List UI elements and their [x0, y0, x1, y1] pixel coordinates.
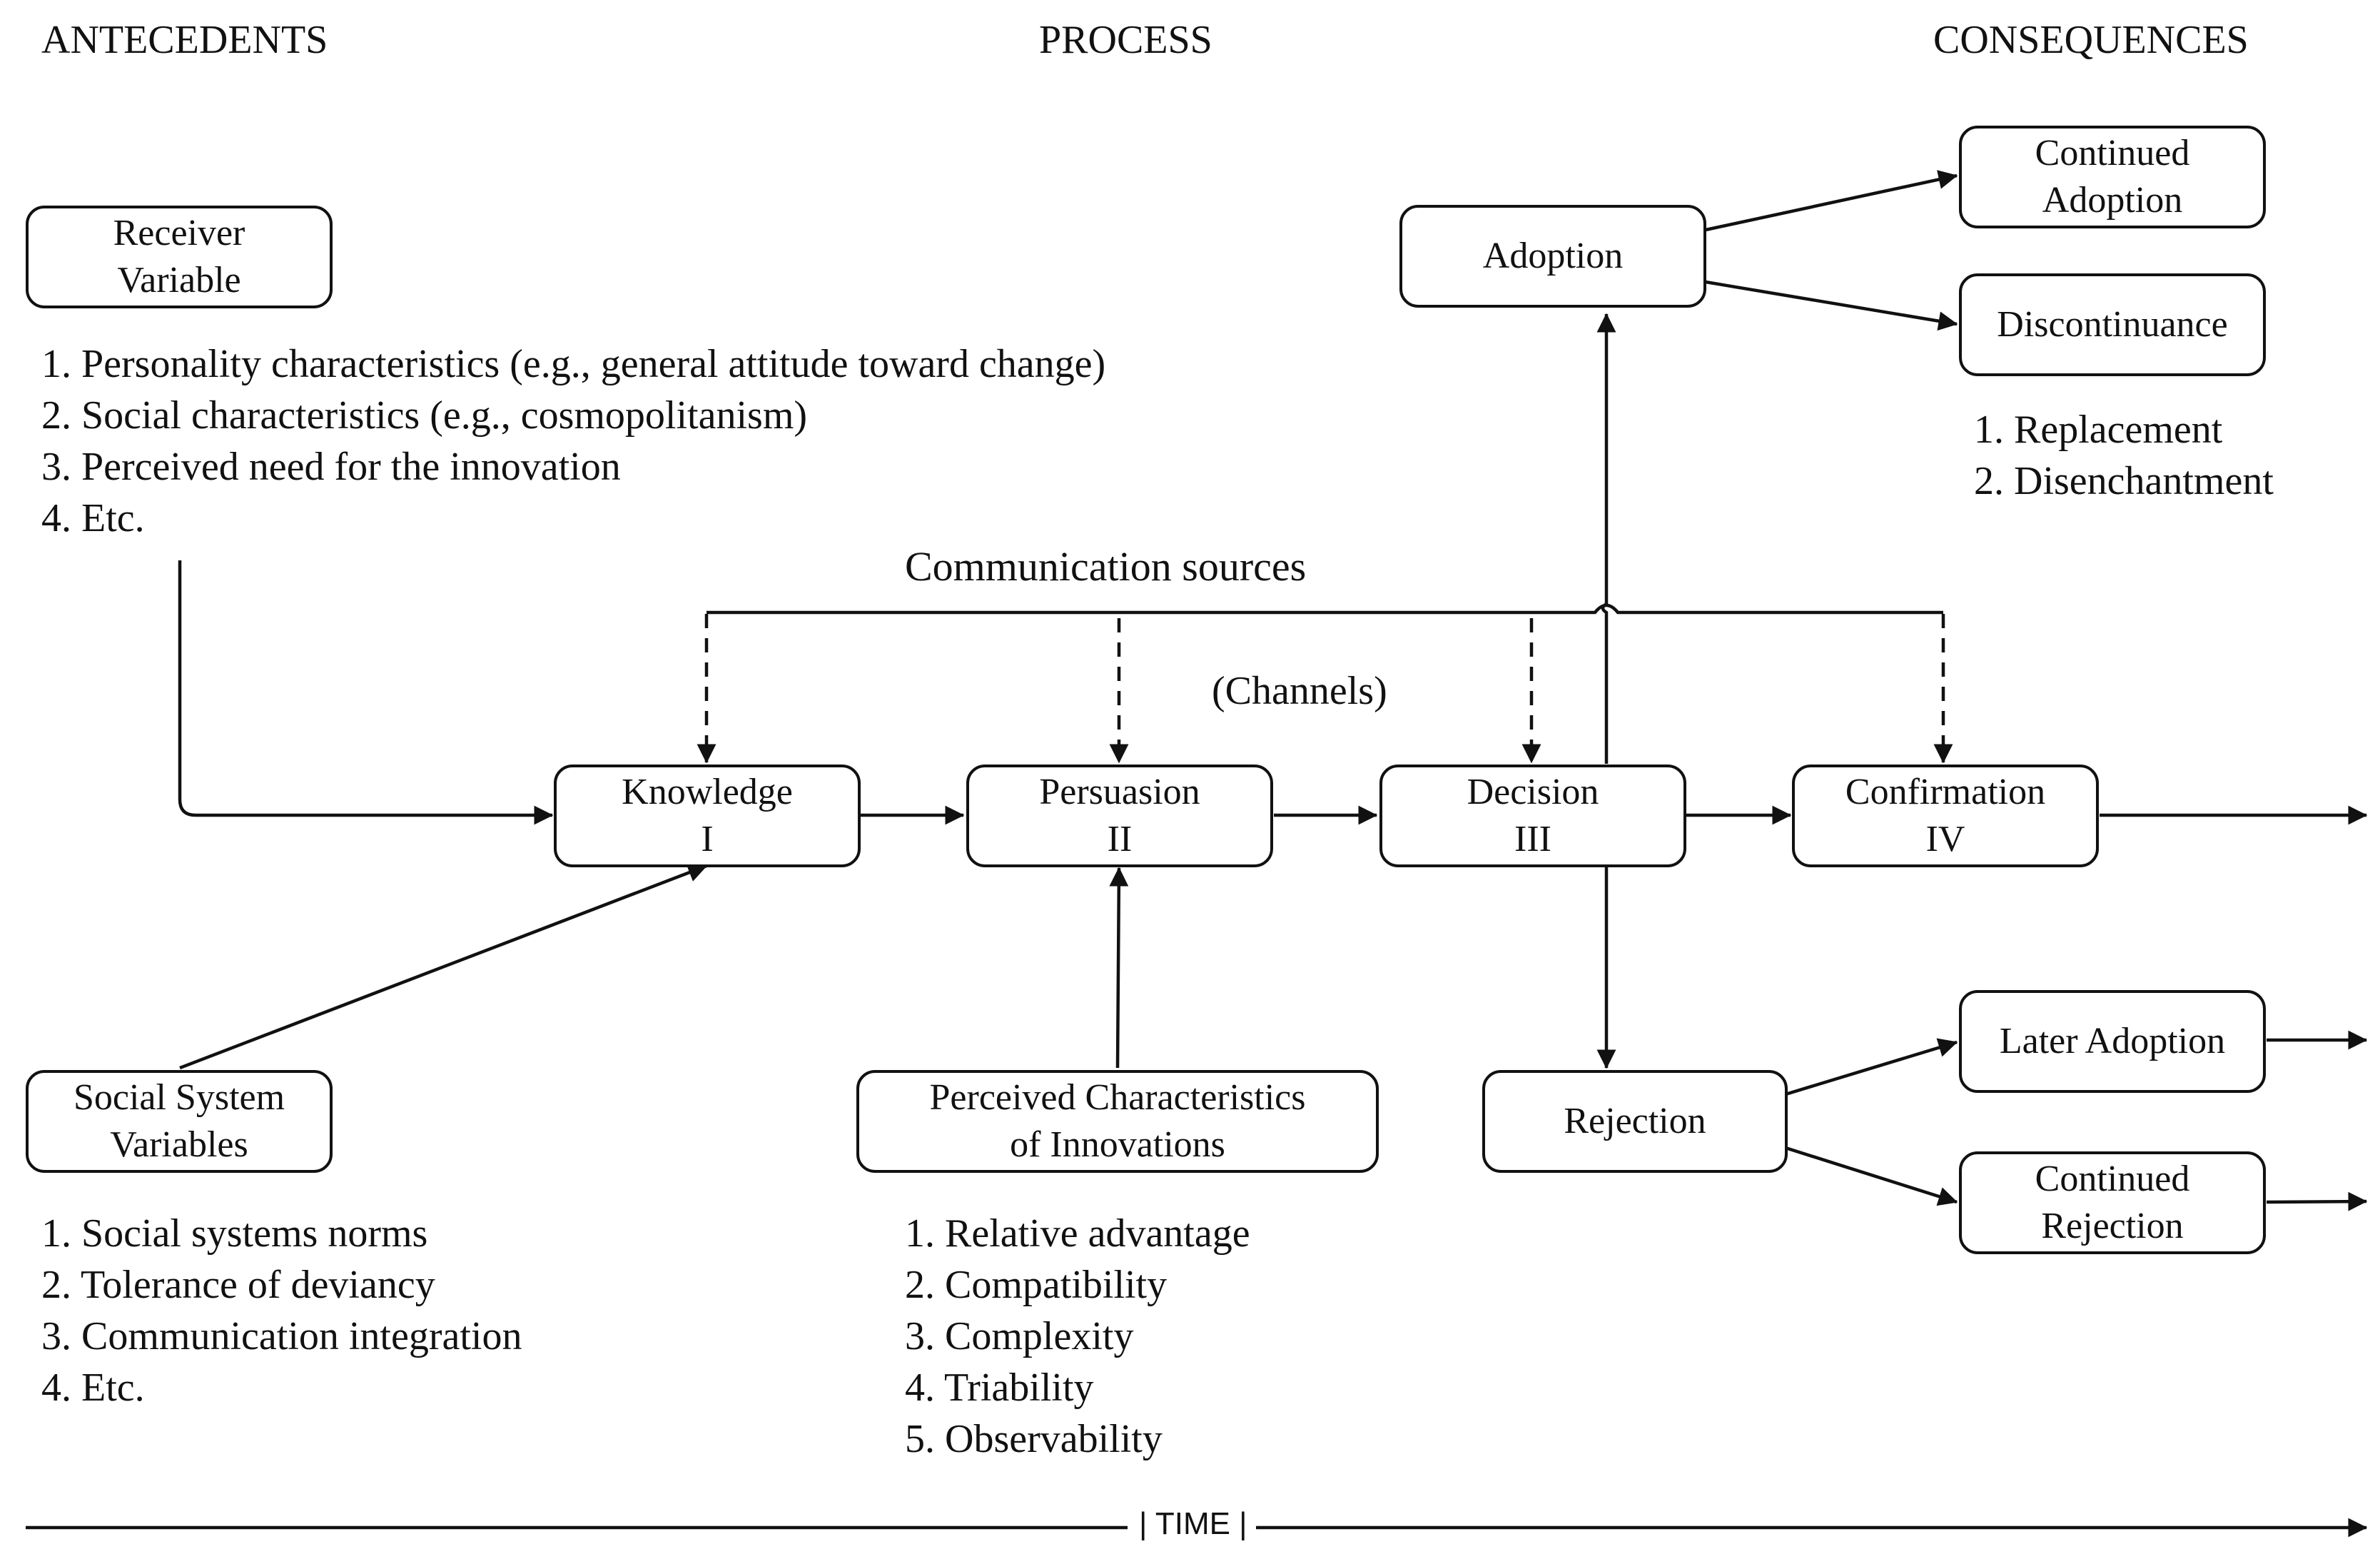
list-item: 1. Replacement	[1974, 408, 2223, 452]
list-item: 4. Etc.	[41, 1366, 145, 1410]
continued-rejection-line1: Continued	[2035, 1159, 2190, 1199]
channels-label: (Channels)	[1212, 669, 1387, 713]
stage-decision-box: Decision III	[1379, 765, 1686, 867]
adoption-to-continued-adoption-arrow	[1705, 170, 1958, 232]
stage-knowledge-number: I	[701, 819, 714, 859]
time-axis-label: | TIME |	[1135, 1506, 1252, 1542]
stage-confirmation-box: Confirmation IV	[1792, 765, 2099, 867]
perceived-characteristics-list: 1. Relative advantage 2. Compatibility 3…	[905, 1208, 1250, 1465]
stage-decision-number: III	[1514, 819, 1551, 859]
continued-rejection-box: Continued Rejection	[1959, 1151, 2266, 1254]
communication-sources-bracket	[707, 603, 1943, 615]
perceived-characteristics-line2: of Innovations	[1010, 1124, 1225, 1165]
stage-confirmation-number: IV	[1925, 819, 1965, 859]
stage-decision-name: Decision	[1467, 772, 1599, 812]
list-item: 4. Triability	[905, 1366, 1094, 1410]
receiver-to-knowledge-arrow	[178, 560, 554, 825]
perceived-to-persuasion-arrow	[1109, 867, 1129, 1069]
later-adoption-box: Later Adoption	[1959, 990, 2266, 1093]
communication-sources-label: Communication sources	[905, 543, 1307, 590]
rejection-to-continued-rejection-arrow	[1785, 1146, 1958, 1206]
continued-rejection-outflow-arrow	[2266, 1191, 2368, 1211]
perceived-characteristics-box: Perceived Characteristics of Innovations	[856, 1070, 1379, 1173]
later-adoption-label: Later Adoption	[1999, 1021, 2226, 1061]
adoption-to-discontinuance-arrow	[1705, 280, 1958, 331]
continued-adoption-line2: Adoption	[2042, 180, 2183, 221]
stage-knowledge-box: Knowledge I	[554, 765, 861, 867]
stage-persuasion-name: Persuasion	[1039, 772, 1200, 812]
list-item: 1. Relative advantage	[905, 1211, 1250, 1256]
list-item: 3. Complexity	[905, 1314, 1134, 1358]
social-system-line2: Variables	[110, 1124, 248, 1165]
stage-confirmation-name: Confirmation	[1845, 772, 2046, 812]
list-item: 5. Observability	[905, 1417, 1163, 1461]
social-to-knowledge-arrow	[179, 863, 708, 1070]
continued-adoption-line1: Continued	[2035, 133, 2190, 173]
list-item: 1. Social systems norms	[41, 1211, 428, 1256]
adoption-box: Adoption	[1399, 205, 1706, 308]
list-item: 2. Social characteristics (e.g., cosmopo…	[41, 393, 808, 438]
social-system-list: 1. Social systems norms 2. Tolerance of …	[41, 1208, 522, 1413]
rejection-box: Rejection	[1482, 1070, 1788, 1173]
social-system-variables-box: Social System Variables	[26, 1070, 333, 1173]
continued-adoption-box: Continued Adoption	[1959, 126, 2266, 228]
list-item: 2. Tolerance of deviancy	[41, 1263, 435, 1307]
stage-persuasion-box: Persuasion II	[966, 765, 1273, 867]
list-item: 3. Perceived need for the innovation	[41, 445, 621, 489]
list-item: 4. Etc.	[41, 496, 145, 540]
list-item: 3. Communication integration	[41, 1314, 522, 1358]
perceived-characteristics-line1: Perceived Characteristics	[929, 1077, 1306, 1118]
list-item: 1. Personality characteristics (e.g., ge…	[41, 342, 1106, 386]
discontinuance-list: 1. Replacement 2. Disenchantment	[1974, 404, 2274, 507]
rejection-label: Rejection	[1564, 1101, 1706, 1141]
header-antecedents: ANTECEDENTS	[41, 18, 328, 62]
discontinuance-label: Discontinuance	[1997, 304, 2228, 345]
decision-to-adoption-arrow	[1596, 313, 1616, 764]
rejection-to-later-adoption-arrow	[1785, 1038, 1958, 1096]
receiver-variable-line2: Variable	[117, 260, 241, 301]
social-system-line1: Social System	[73, 1077, 285, 1118]
stage-persuasion-number: II	[1107, 819, 1133, 859]
discontinuance-box: Discontinuance	[1959, 273, 2266, 376]
list-item: 2. Disenchantment	[1974, 459, 2274, 503]
stage-knowledge-name: Knowledge	[622, 772, 793, 812]
list-item: 2. Compatibility	[905, 1263, 1168, 1307]
receiver-variable-line1: Receiver	[113, 213, 245, 253]
adoption-label: Adoption	[1482, 236, 1624, 276]
header-consequences: CONSEQUENCES	[1933, 18, 2249, 62]
header-process: PROCESS	[1039, 18, 1212, 62]
receiver-variable-box: Receiver Variable	[26, 206, 333, 308]
continued-rejection-line2: Rejection	[2041, 1206, 2184, 1246]
receiver-variable-list: 1. Personality characteristics (e.g., ge…	[41, 338, 1105, 544]
